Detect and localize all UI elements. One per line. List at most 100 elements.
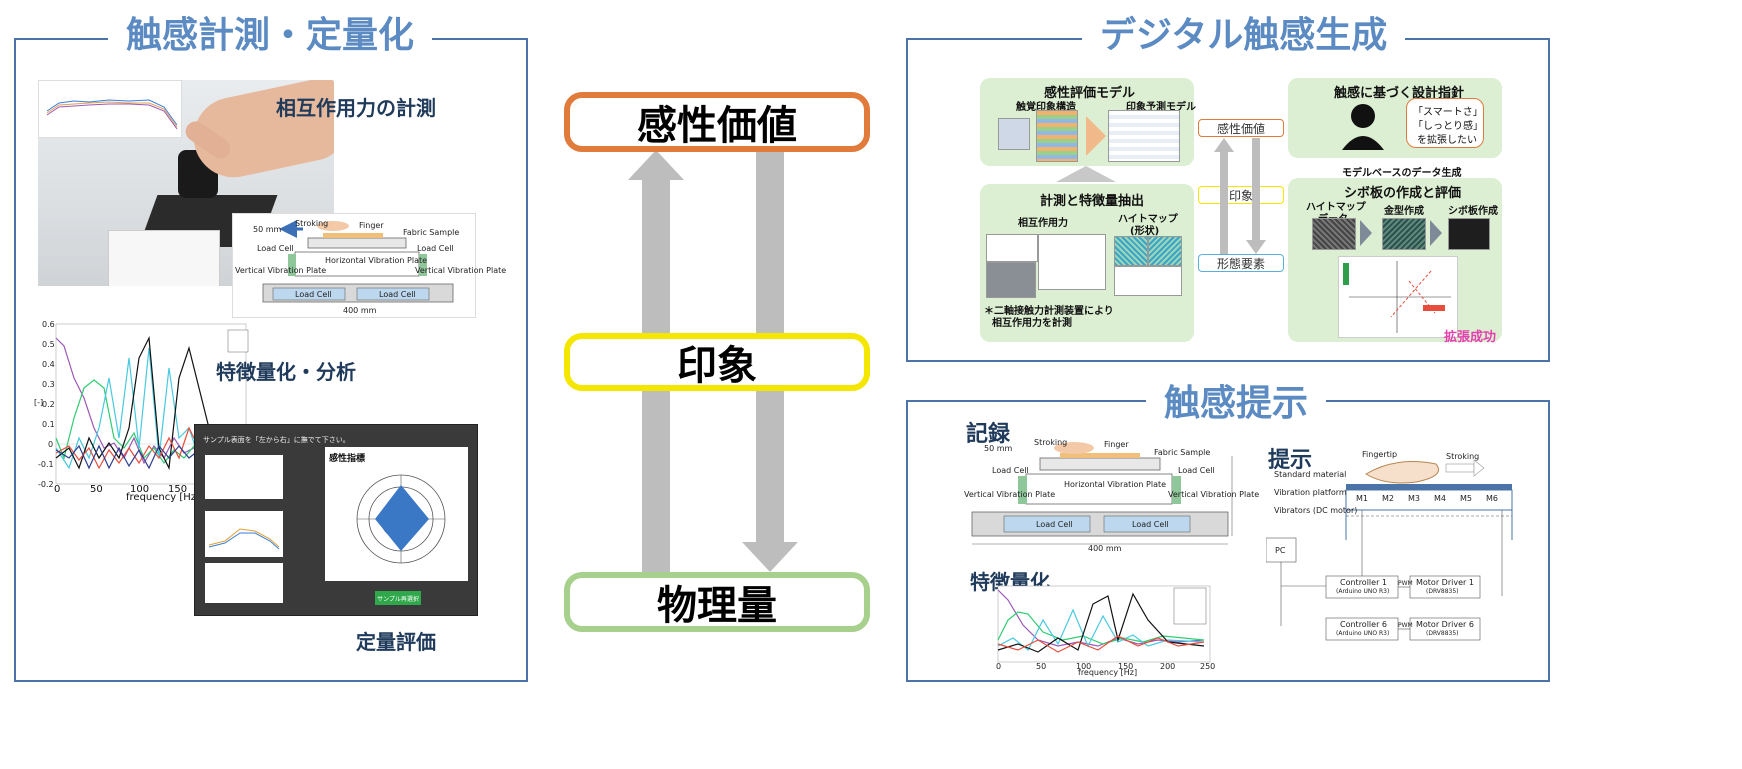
setup-vplate-l: Vertical Vibration Plate xyxy=(235,266,327,275)
model-arrow xyxy=(1086,116,1106,156)
record-label: 記録 xyxy=(966,422,1011,447)
heightmap-label-1: ハイトマップ xyxy=(1118,214,1178,225)
rb-xtick-4: 200 xyxy=(1160,662,1176,671)
bubble-line-3: を拡張したい xyxy=(1417,135,1477,146)
ctrl1-label: Controller 1 xyxy=(1340,578,1387,587)
evaluation-app-window[interactable]: サンプル表面を「左から右」に撫でて下さい。 感性指標 サンプル再選択 xyxy=(194,424,478,616)
person-icon xyxy=(1342,104,1384,150)
bubble-line-2: 「しっとり感」 xyxy=(1413,121,1483,132)
rb-xlabel: frequency [Hz] xyxy=(1078,668,1138,677)
rb-finger: Finger xyxy=(1104,440,1129,449)
setup-finger: Finger xyxy=(359,221,384,230)
setup-scale: 50 mm xyxy=(253,225,282,234)
left-ytick-6: 0 xyxy=(48,440,54,449)
spectrum-mini-chart xyxy=(46,99,178,130)
feature-analysis-label: 特徴量化・分析 xyxy=(216,360,356,384)
left-ytick-4: 0.2 xyxy=(42,400,55,409)
hm-data-img xyxy=(1312,218,1356,250)
shibo-img xyxy=(1448,218,1490,250)
rb-loadcell-b2: Load Cell xyxy=(1132,520,1169,529)
rb-loadcell-l: Load Cell xyxy=(992,466,1029,475)
md1-label: Motor Driver 1 xyxy=(1416,578,1474,587)
pc-label: PC xyxy=(1275,546,1286,555)
pwm-6: PWM xyxy=(1398,622,1413,629)
motor-m2: M2 xyxy=(1382,494,1394,503)
left-ytick-0: 0.6 xyxy=(42,320,55,329)
predict-label: 印象予測モデル xyxy=(1126,102,1196,113)
note-line-2: 相互作用力を計測 xyxy=(992,318,1072,329)
motor-m5: M5 xyxy=(1460,494,1472,503)
heightmap-label-2: (形状) xyxy=(1130,226,1160,237)
left-plot-xlabel: frequency [Hz] xyxy=(126,492,200,503)
vibrators-label: Vibrators (DC motor) xyxy=(1274,506,1358,515)
heightmap-img-3 xyxy=(1114,266,1182,296)
measure-photo xyxy=(986,262,1036,298)
shibo-arrow-2 xyxy=(1430,220,1442,246)
left-xtick-3: 150 xyxy=(168,484,188,495)
fingertip-label: Fingertip xyxy=(1362,450,1398,459)
radar-chart-box: 感性指標 xyxy=(325,447,468,581)
left-ytick-5: 0.1 xyxy=(42,420,55,429)
tag-impression: 印象 xyxy=(1198,186,1284,204)
vib-platform-label: Vibration platform xyxy=(1274,488,1347,497)
shibo-arrow-1 xyxy=(1360,220,1372,246)
kansei-value-box: 感性価値 xyxy=(564,92,870,152)
rt-center-arrows xyxy=(1214,138,1266,254)
ctrl6-sub: (Arduino UNO R3) xyxy=(1336,630,1390,637)
setup-loadcell-b2: Load Cell xyxy=(379,290,416,299)
left-xtick-0: 0 xyxy=(54,484,61,495)
setup-vplate-r: Vertical Vibration Plate xyxy=(415,266,507,275)
rb-loadcell-r: Load Cell xyxy=(1178,466,1215,475)
mold-label: 金型作成 xyxy=(1384,206,1424,217)
measurement-panel-title: 触感計測・定量化 xyxy=(108,16,433,56)
presentation-device-diagram: Fingertip Stroking Standard material Vib… xyxy=(1265,446,1526,670)
motor-m4: M4 xyxy=(1434,494,1446,503)
measure-extract-title: 計測と特徴量抽出 xyxy=(1040,194,1145,209)
setup-stroking: Stroking xyxy=(295,219,329,228)
app-header: サンプル表面を「左から右」に撫でて下さい。 xyxy=(203,436,350,444)
heightmap-img-2 xyxy=(1148,236,1182,266)
left-xtick-2: 100 xyxy=(130,484,150,495)
model-based-label: モデルベースのデータ生成 xyxy=(1342,168,1462,179)
left-ytick-2: 0.4 xyxy=(42,360,55,369)
rb-vplate-l: Vertical Vibration Plate xyxy=(964,490,1056,499)
shibo-scatter xyxy=(1338,256,1458,338)
mold-img xyxy=(1382,218,1426,250)
setup-diagram-right: Stroking Finger Fabric Sample 50 mm Load… xyxy=(964,436,1259,553)
rb-loadcell-b1: Load Cell xyxy=(1036,520,1073,529)
std-material-label: Standard material xyxy=(1274,470,1347,479)
rb-stroking: Stroking xyxy=(1034,438,1068,447)
rb-hplate: Horizontal Vibration Plate xyxy=(1064,480,1167,489)
setup-hplate: Horizontal Vibration Plate xyxy=(325,256,428,265)
shibo-title: シボ板の作成と評価 xyxy=(1344,186,1462,201)
rb-stroking-label: Stroking xyxy=(1446,452,1480,461)
reselect-sample-label: サンプル再選択 xyxy=(377,595,419,603)
force-graph-1 xyxy=(986,234,1038,262)
md6-sub: (DRV8835) xyxy=(1426,630,1459,637)
success-label: 拡張成功 xyxy=(1444,330,1497,345)
rb-vplate-r: Vertical Vibration Plate xyxy=(1168,490,1260,499)
left-ytick-8: -0.2 xyxy=(38,480,54,489)
rb-xtick-0: 0 xyxy=(996,662,1002,671)
present-label: 提示 xyxy=(1268,448,1313,473)
motor-m1: M1 xyxy=(1356,494,1368,503)
physical-quantity-box: 物理量 xyxy=(564,572,870,632)
setup-loadcell-b1: Load Cell xyxy=(295,290,332,299)
rb-xtick-5: 250 xyxy=(1200,662,1216,671)
rb-xtick-1: 50 xyxy=(1036,662,1047,671)
rb-width: 400 mm xyxy=(1088,544,1122,553)
motor-m6: M6 xyxy=(1486,494,1498,503)
left-plot-ylabel: [-] xyxy=(34,398,44,407)
design-bubble: 「スマートさ」 「しっとり感」 を拡張したい xyxy=(1406,98,1484,148)
tag-form: 形態要素 xyxy=(1198,254,1284,272)
reselect-sample-button[interactable]: サンプル再選択 xyxy=(375,591,421,605)
setup-diagram-left: Stroking Finger Fabric Sample 50 mm Load… xyxy=(232,213,506,318)
force-scatter xyxy=(1038,234,1106,290)
md1-sub: (DRV8835) xyxy=(1426,588,1459,595)
evaluation-model-title: 感性評価モデル xyxy=(1044,86,1136,101)
setup-fabric: Fabric Sample xyxy=(403,228,460,237)
tag-kansei: 感性価値 xyxy=(1198,119,1284,137)
rb-xtick-3: 150 xyxy=(1118,662,1134,671)
bubble-line-1: 「スマートさ」 xyxy=(1413,107,1483,118)
design-guide-title: 触感に基づく設計指針 xyxy=(1334,86,1465,101)
